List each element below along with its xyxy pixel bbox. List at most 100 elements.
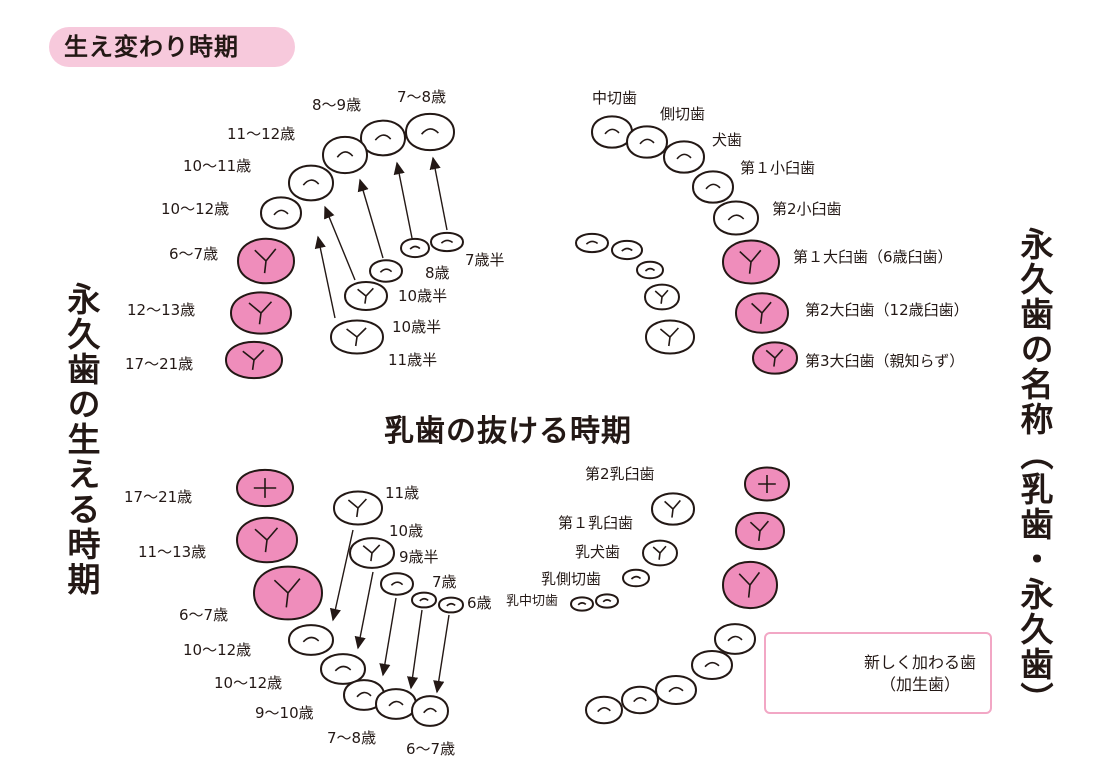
upper-primary-tooth-5 bbox=[329, 319, 385, 355]
upper-right-primary-4 bbox=[643, 283, 681, 311]
lower-right-tooth-5 bbox=[690, 650, 734, 680]
tooth-name-upper-8: 第3大臼歯（親知らず） bbox=[805, 352, 965, 370]
lower-permanent-tooth-1 bbox=[235, 468, 295, 508]
lower-right-tooth-2 bbox=[734, 511, 786, 551]
upper-permanent-tooth-5 bbox=[259, 196, 303, 230]
eruption-label-lower-6: 9〜10歳 bbox=[255, 704, 314, 722]
lower-right-tooth-7 bbox=[620, 685, 660, 715]
eruption-label-lower-7: 7〜8歳 bbox=[327, 729, 377, 747]
shedding-label-lower-4: 7歳 bbox=[432, 573, 457, 591]
eruption-label-lower-1: 17〜21歳 bbox=[124, 488, 193, 506]
upper-primary-tooth-4 bbox=[343, 281, 389, 311]
shedding-label-upper-2: 8歳 bbox=[425, 264, 450, 282]
lower-right-primary-1 bbox=[650, 492, 696, 526]
shedding-arrow-lower-5 bbox=[433, 614, 450, 694]
legend-line-1: 新しく加わる歯 bbox=[864, 653, 977, 672]
shedding-label-upper-5: 11歳半 bbox=[388, 351, 438, 369]
shedding-label-upper-1: 7歳半 bbox=[465, 251, 505, 269]
lower-permanent-tooth-4 bbox=[287, 624, 335, 656]
shedding-arrow-upper-1 bbox=[429, 156, 448, 231]
shedding-arrow-lower-2 bbox=[354, 571, 374, 650]
upper-permanent-tooth-8 bbox=[224, 340, 284, 379]
lower-right-primary-5 bbox=[569, 596, 595, 612]
eruption-label-upper-3: 11〜12歳 bbox=[227, 125, 296, 143]
eruption-label-lower-4: 10〜12歳 bbox=[183, 641, 252, 659]
lower-right-tooth-6 bbox=[654, 675, 698, 705]
upper-primary-tooth-3 bbox=[368, 259, 404, 283]
upper-permanent-tooth-7 bbox=[229, 291, 293, 335]
primary-name-5: 乳中切歯 bbox=[506, 594, 559, 609]
shedding-arrow-lower-1 bbox=[329, 529, 354, 622]
tooth-name-upper-1: 中切歯 bbox=[592, 89, 638, 107]
eruption-label-upper-5: 10〜12歳 bbox=[161, 200, 230, 218]
eruption-label-upper-1: 8〜9歳 bbox=[312, 96, 362, 114]
tooth-name-upper-5: 第2小臼歯 bbox=[772, 200, 842, 218]
tooth-name-upper-2: 側切歯 bbox=[660, 105, 706, 123]
legend-text: 新しく加わる歯 （加生歯） bbox=[864, 652, 976, 696]
primary-name-2: 第１乳臼歯 bbox=[558, 514, 634, 532]
eruption-label-lower-5: 10〜12歳 bbox=[214, 674, 283, 692]
shedding-arrow-upper-4 bbox=[324, 205, 356, 281]
eruption-label-upper-7: 12〜13歳 bbox=[127, 301, 196, 319]
upper-right-tooth-7 bbox=[734, 292, 790, 334]
upper-right-primary-2 bbox=[610, 239, 644, 261]
right-vertical-title: 永久歯の名称（乳歯・永久歯） bbox=[1015, 227, 1054, 717]
upper-permanent-tooth-1 bbox=[404, 112, 456, 152]
upper-primary-tooth-1 bbox=[429, 231, 465, 253]
header-badge-text: 生え変わり時期 bbox=[64, 33, 239, 61]
lower-primary-tooth-4 bbox=[410, 591, 438, 609]
tooth-name-upper-3: 犬歯 bbox=[712, 131, 743, 149]
lower-right-tooth-1 bbox=[743, 466, 791, 502]
primary-name-1: 第2乳臼歯 bbox=[585, 465, 655, 483]
shedding-label-upper-3: 10歳半 bbox=[398, 287, 448, 305]
shedding-label-lower-5: 6歳 bbox=[467, 594, 492, 612]
tooth-name-upper-7: 第2大臼歯（12歳臼歯） bbox=[805, 301, 969, 319]
lower-right-tooth-8 bbox=[584, 695, 624, 725]
eruption-label-lower-2: 11〜13歳 bbox=[138, 543, 207, 561]
upper-permanent-tooth-6 bbox=[236, 237, 296, 285]
upper-right-tooth-4 bbox=[691, 170, 735, 204]
header-badge bbox=[49, 27, 295, 67]
legend-box bbox=[764, 632, 992, 714]
upper-permanent-tooth-2 bbox=[359, 119, 407, 157]
lower-primary-tooth-1 bbox=[332, 490, 384, 526]
upper-right-primary-5 bbox=[644, 319, 696, 355]
lower-permanent-tooth-5 bbox=[319, 653, 367, 685]
upper-permanent-tooth-4 bbox=[287, 164, 335, 202]
eruption-label-lower-3: 6〜7歳 bbox=[179, 606, 229, 624]
left-vertical-title: 永久歯の生える時期 bbox=[62, 282, 101, 597]
upper-primary-tooth-2 bbox=[399, 237, 431, 259]
eruption-label-upper-6: 6〜7歳 bbox=[169, 245, 219, 263]
lower-right-tooth-4 bbox=[713, 623, 757, 655]
shedding-arrow-lower-4 bbox=[407, 609, 423, 690]
shedding-arrow-lower-3 bbox=[379, 597, 397, 677]
lower-permanent-tooth-7 bbox=[374, 688, 418, 720]
lower-permanent-tooth-8 bbox=[410, 695, 450, 727]
eruption-label-upper-8: 17〜21歳 bbox=[125, 355, 194, 373]
upper-right-tooth-2 bbox=[625, 125, 669, 159]
lower-primary-tooth-2 bbox=[348, 537, 396, 569]
lower-right-primary-4 bbox=[594, 593, 620, 609]
lower-right-primary-2 bbox=[641, 539, 679, 567]
tooth-name-upper-6: 第１大臼歯（6歳臼歯） bbox=[793, 248, 953, 266]
tooth-name-upper-4: 第１小臼歯 bbox=[740, 159, 816, 177]
upper-right-tooth-3 bbox=[662, 140, 706, 174]
lower-permanent-tooth-2 bbox=[235, 516, 299, 564]
eruption-label-upper-2: 7〜8歳 bbox=[397, 88, 447, 106]
primary-name-4: 乳側切歯 bbox=[541, 570, 602, 588]
center-title: 乳歯の抜ける時期 bbox=[384, 414, 632, 449]
shedding-arrow-upper-2 bbox=[393, 161, 413, 239]
upper-right-tooth-5 bbox=[712, 200, 760, 236]
upper-right-primary-3 bbox=[635, 260, 665, 280]
shedding-label-lower-2: 10歳 bbox=[389, 522, 424, 540]
shedding-arrow-upper-3 bbox=[357, 178, 384, 259]
legend-line-2: （加生歯） bbox=[880, 675, 961, 694]
primary-name-3: 乳犬歯 bbox=[575, 543, 621, 561]
shedding-label-upper-4: 10歳半 bbox=[392, 318, 442, 336]
lower-right-primary-3 bbox=[621, 568, 651, 588]
lower-primary-tooth-3 bbox=[379, 572, 415, 596]
upper-right-primary-1 bbox=[574, 232, 610, 254]
eruption-label-upper-4: 10〜11歳 bbox=[183, 157, 252, 175]
lower-right-tooth-3 bbox=[721, 561, 779, 609]
